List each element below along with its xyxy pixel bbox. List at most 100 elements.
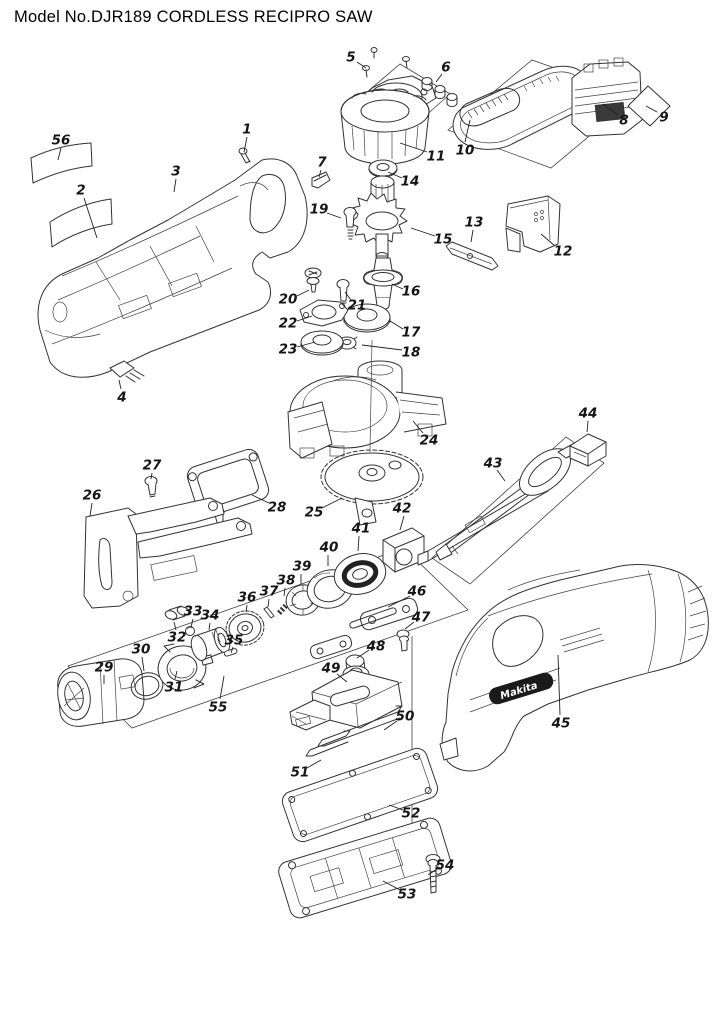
part-label-52: 52 bbox=[402, 806, 421, 822]
part-26-front-bracket bbox=[83, 497, 253, 609]
part-label-43: 43 bbox=[483, 456, 503, 472]
leader-line-26 bbox=[89, 502, 93, 517]
leader-line-53 bbox=[382, 880, 401, 891]
leader-line-30 bbox=[141, 656, 145, 672]
part-label-8: 8 bbox=[619, 113, 628, 129]
part-17-ball-bearing bbox=[343, 303, 391, 333]
part-label-13: 13 bbox=[465, 215, 484, 231]
leader-line-36 bbox=[245, 604, 248, 613]
part-label-38: 38 bbox=[277, 573, 296, 589]
leader-line-45 bbox=[557, 654, 561, 716]
part-label-12: 12 bbox=[554, 244, 573, 260]
leader-line-47 bbox=[404, 621, 415, 630]
part-8-controller bbox=[571, 57, 643, 137]
part-label-42: 42 bbox=[392, 501, 412, 517]
leader-line-42 bbox=[399, 515, 405, 531]
part-25-bevel-gear bbox=[320, 449, 424, 526]
part-19-screw bbox=[343, 207, 357, 240]
part-7-clip bbox=[311, 171, 331, 189]
part-6-terminal-nuts bbox=[421, 77, 458, 107]
part-label-24: 24 bbox=[420, 433, 439, 449]
part-41-ball-bearing bbox=[333, 553, 387, 595]
part-31-clutch-housing bbox=[157, 643, 214, 691]
part-11-stator bbox=[340, 88, 430, 165]
part-label-5: 5 bbox=[346, 50, 355, 66]
part-44-cap bbox=[569, 433, 607, 467]
part-24-gear-housing bbox=[287, 339, 447, 459]
leader-line-6 bbox=[435, 73, 443, 83]
part-label-23: 23 bbox=[279, 342, 298, 358]
part-label-26: 26 bbox=[83, 488, 102, 504]
leader-line-32 bbox=[173, 621, 177, 631]
part-label-30: 30 bbox=[132, 642, 151, 658]
leader-line-21 bbox=[344, 291, 352, 301]
leader-line-8 bbox=[602, 103, 619, 116]
part-20-screw-washer bbox=[304, 267, 322, 293]
part-label-35: 35 bbox=[225, 633, 244, 649]
part-label-49: 49 bbox=[321, 661, 341, 677]
leader-line-54 bbox=[427, 868, 438, 876]
leader-line-48 bbox=[356, 649, 370, 659]
part-label-3: 3 bbox=[171, 164, 180, 180]
leader-line-5 bbox=[356, 61, 367, 69]
leader-line-27 bbox=[150, 472, 153, 480]
part-29-drum bbox=[57, 658, 145, 727]
part-12-switch bbox=[505, 195, 561, 253]
part-label-45: 45 bbox=[551, 716, 571, 732]
part-label-4: 4 bbox=[116, 390, 126, 406]
leader-line-31 bbox=[174, 670, 178, 680]
leader-line-17 bbox=[389, 320, 404, 330]
part-4-connector bbox=[109, 360, 145, 383]
part-46-plate bbox=[309, 597, 419, 660]
part-label-51: 51 bbox=[291, 765, 310, 781]
leader-line-37 bbox=[267, 598, 270, 608]
part-49-slider-block bbox=[289, 669, 403, 731]
part-label-2: 2 bbox=[76, 183, 85, 199]
part-label-34: 34 bbox=[201, 608, 220, 624]
leader-line-22 bbox=[296, 315, 313, 322]
part-label-44: 44 bbox=[578, 406, 598, 422]
part-3-left-housing bbox=[37, 158, 308, 378]
part-32-pin-sleeve bbox=[164, 605, 190, 621]
part-label-56: 56 bbox=[52, 133, 71, 149]
part-label-15: 15 bbox=[434, 232, 453, 248]
page-title: Model No.DJR189 CORDLESS RECIPRO SAW bbox=[14, 8, 373, 26]
leader-line-19 bbox=[326, 212, 342, 219]
leader-line-33 bbox=[190, 618, 194, 628]
leader-line-43 bbox=[496, 469, 506, 482]
leader-line-55 bbox=[219, 675, 225, 700]
part-label-25: 25 bbox=[305, 505, 324, 521]
leader-line-50 bbox=[383, 720, 398, 731]
leader-line-44 bbox=[586, 420, 589, 433]
part-label-10: 10 bbox=[456, 143, 475, 159]
part-13-lever bbox=[445, 241, 499, 271]
part-label-22: 22 bbox=[279, 316, 298, 332]
part-label-36: 36 bbox=[238, 590, 257, 606]
part-34-piston-cylinder bbox=[190, 626, 231, 662]
part-label-16: 16 bbox=[402, 284, 421, 300]
leader-line-20 bbox=[296, 289, 310, 297]
part-label-19: 19 bbox=[310, 202, 329, 218]
leader-line-13 bbox=[470, 229, 474, 243]
part-label-55: 55 bbox=[209, 700, 228, 716]
part-36-gear-wheel bbox=[225, 610, 265, 646]
part-16-spindle bbox=[363, 257, 403, 310]
part-label-29: 29 bbox=[95, 660, 114, 676]
leader-line-15 bbox=[410, 227, 436, 237]
part-35-key bbox=[223, 648, 238, 657]
part-label-37: 37 bbox=[260, 584, 279, 600]
leader-line-25 bbox=[321, 497, 343, 509]
part-label-7: 7 bbox=[317, 155, 327, 171]
part-label-21: 21 bbox=[348, 298, 367, 314]
leader-line-1 bbox=[243, 136, 248, 153]
part-53-base-cover bbox=[278, 817, 452, 919]
part-label-1: 1 bbox=[242, 122, 251, 138]
leader-line-51 bbox=[306, 759, 322, 769]
part-label-50: 50 bbox=[396, 709, 415, 725]
leader-line-2 bbox=[83, 197, 98, 239]
part-label-33: 33 bbox=[184, 604, 203, 620]
part-label-48: 48 bbox=[366, 639, 386, 655]
part-label-6: 6 bbox=[441, 60, 450, 76]
part-47-screw bbox=[396, 629, 410, 652]
